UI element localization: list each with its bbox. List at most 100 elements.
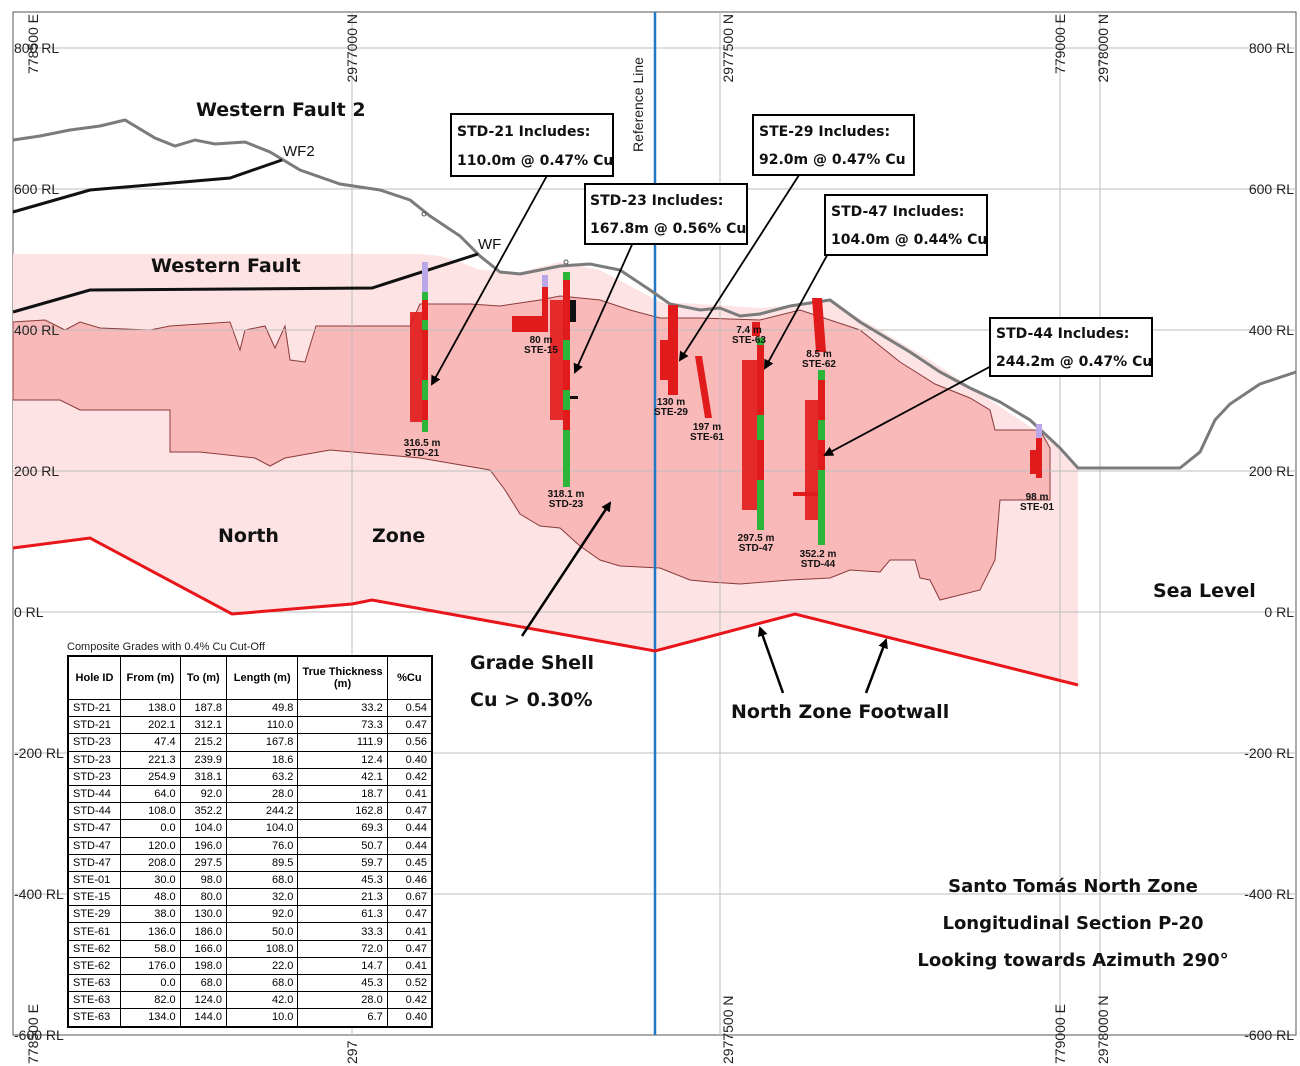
coord-label: 2978000 N bbox=[1095, 14, 1111, 83]
hole-id: STD-21 bbox=[405, 448, 440, 459]
hole-depth: 352.2 m bbox=[800, 549, 837, 560]
table-cell: 196.0 bbox=[179, 836, 228, 855]
table-cell: 0.42 bbox=[386, 767, 433, 786]
drill-hole-std-47 bbox=[742, 338, 764, 530]
table-cell: STD-23 bbox=[67, 767, 121, 786]
drill-holes bbox=[410, 211, 1042, 545]
header-cu: %Cu bbox=[386, 655, 433, 700]
hole-depth: 7.4 m bbox=[736, 325, 762, 336]
rl-label: 800 RL bbox=[1249, 40, 1294, 56]
hole-depth: 98 m bbox=[1026, 492, 1049, 503]
table-cell: 318.1 bbox=[179, 767, 228, 786]
svg-text:STE-29 Includes:: STE-29 Includes: bbox=[759, 124, 890, 140]
table-cell: STE-29 bbox=[67, 905, 121, 924]
table-cell: 0.46 bbox=[386, 870, 433, 890]
wf-tag: WF bbox=[478, 236, 501, 253]
svg-text:92.0m @ 0.47% Cu: 92.0m @ 0.47% Cu bbox=[759, 152, 906, 168]
rl-label: 0 RL bbox=[1264, 604, 1294, 620]
hole-id: STE-29 bbox=[654, 407, 688, 418]
table-cell: 0.54 bbox=[386, 698, 433, 718]
callout-std-21: STD-21 Includes: 110.0m @ 0.47% Cu bbox=[450, 113, 614, 177]
rl-label: -600 RL bbox=[14, 1027, 64, 1043]
table-cell: 120.0 bbox=[119, 836, 181, 855]
table-cell: 136.0 bbox=[119, 922, 181, 941]
table-cell: 76.0 bbox=[226, 836, 299, 855]
table-cell: 92.0 bbox=[226, 905, 299, 924]
table-cell: 38.0 bbox=[119, 905, 181, 924]
table-cell: 208.0 bbox=[119, 853, 181, 872]
footwall-arrow bbox=[757, 626, 785, 694]
table-cell: 14.7 bbox=[297, 956, 388, 976]
hole-id: STD-23 bbox=[549, 499, 584, 510]
table-cell: 104.0 bbox=[179, 819, 228, 838]
table-cell: 0.56 bbox=[386, 733, 433, 752]
drill-hole-ste-61 bbox=[695, 356, 712, 418]
drill-hole-ste-15 bbox=[512, 275, 548, 332]
rl-label: -600 RL bbox=[1244, 1027, 1294, 1043]
western-fault-label: Western Fault bbox=[151, 255, 301, 277]
table-cell: 73.3 bbox=[297, 716, 388, 735]
hole-id: STE-15 bbox=[524, 345, 558, 356]
table-cell: 33.2 bbox=[297, 698, 388, 718]
western-fault-2-line bbox=[12, 158, 283, 214]
table-cell: 45.3 bbox=[297, 973, 388, 993]
wf2-tag: WF2 bbox=[283, 143, 315, 160]
hole-depth: 316.5 m bbox=[404, 438, 441, 449]
table-cell: 61.3 bbox=[297, 905, 388, 924]
table-cell: 18.6 bbox=[226, 750, 299, 769]
rl-label: -400 RL bbox=[1244, 886, 1294, 902]
table-cell: STD-47 bbox=[67, 836, 121, 855]
table-cell: 68.0 bbox=[226, 973, 299, 993]
table-cell: 30.0 bbox=[119, 870, 181, 890]
table-cell: STE-61 bbox=[67, 922, 121, 941]
grades-table-title: Composite Grades with 0.4% Cu Cut-Off bbox=[67, 641, 265, 653]
rl-label: 400 RL bbox=[1249, 322, 1294, 338]
table-cell: 21.3 bbox=[297, 888, 388, 907]
callout-std-44: STD-44 Includes: 244.2m @ 0.47% Cu bbox=[989, 317, 1153, 377]
top-coordinates: 778500 E 2977000 N 2977500 N 779000 E 29… bbox=[25, 14, 1111, 83]
coord-label: 778500 E bbox=[25, 14, 41, 74]
hole-id: STE-62 bbox=[802, 359, 836, 370]
table-cell: 108.0 bbox=[119, 802, 181, 821]
table-cell: 59.7 bbox=[297, 853, 388, 872]
coord-label: 2977000 N bbox=[344, 14, 360, 83]
footwall-arrow bbox=[864, 638, 888, 694]
table-cell: 0.40 bbox=[386, 750, 433, 769]
table-cell: 28.0 bbox=[297, 991, 388, 1010]
table-cell: 297.5 bbox=[179, 853, 228, 872]
table-cell: 0.42 bbox=[386, 991, 433, 1010]
drill-hole-std-44 bbox=[793, 370, 825, 545]
table-cell: 49.8 bbox=[226, 698, 299, 718]
rl-label: 400 RL bbox=[14, 322, 59, 338]
hole-id: STD-47 bbox=[739, 543, 774, 554]
svg-text:STD-44 Includes:: STD-44 Includes: bbox=[996, 326, 1129, 342]
table-cell: STE-15 bbox=[67, 888, 121, 907]
callout-std-23: STD-23 Includes: 167.8m @ 0.56% Cu bbox=[584, 183, 748, 245]
table-cell: 82.0 bbox=[119, 991, 181, 1010]
table-cell: 68.0 bbox=[226, 870, 299, 890]
table-cell: 312.1 bbox=[179, 716, 228, 735]
rl-label: -400 RL bbox=[14, 886, 64, 902]
title-block: Santo Tomás North Zone Longitudinal Sect… bbox=[917, 876, 1228, 971]
table-cell: STE-62 bbox=[67, 956, 121, 976]
table-cell: 89.5 bbox=[226, 853, 299, 872]
callout-std-47: STD-47 Includes: 104.0m @ 0.44% Cu bbox=[824, 194, 988, 256]
table-cell: STE-63 bbox=[67, 991, 121, 1010]
table-cell: 162.8 bbox=[297, 802, 388, 821]
table-cell: 134.0 bbox=[119, 1008, 181, 1028]
hole-id: STE-01 bbox=[1020, 502, 1054, 513]
table-cell: STE-62 bbox=[67, 939, 121, 958]
rl-label: -200 RL bbox=[14, 745, 64, 761]
hole-depth: 8.5 m bbox=[806, 349, 832, 360]
table-cell: 0.67 bbox=[386, 888, 433, 907]
rl-labels-left: 800 RL 600 RL 400 RL 200 RL 0 RL -200 RL… bbox=[14, 40, 64, 1043]
rl-labels-right: 800 RL 600 RL 400 RL 200 RL 0 RL -200 RL… bbox=[1244, 40, 1294, 1043]
arrows bbox=[520, 501, 888, 694]
table-cell: 32.0 bbox=[226, 888, 299, 907]
